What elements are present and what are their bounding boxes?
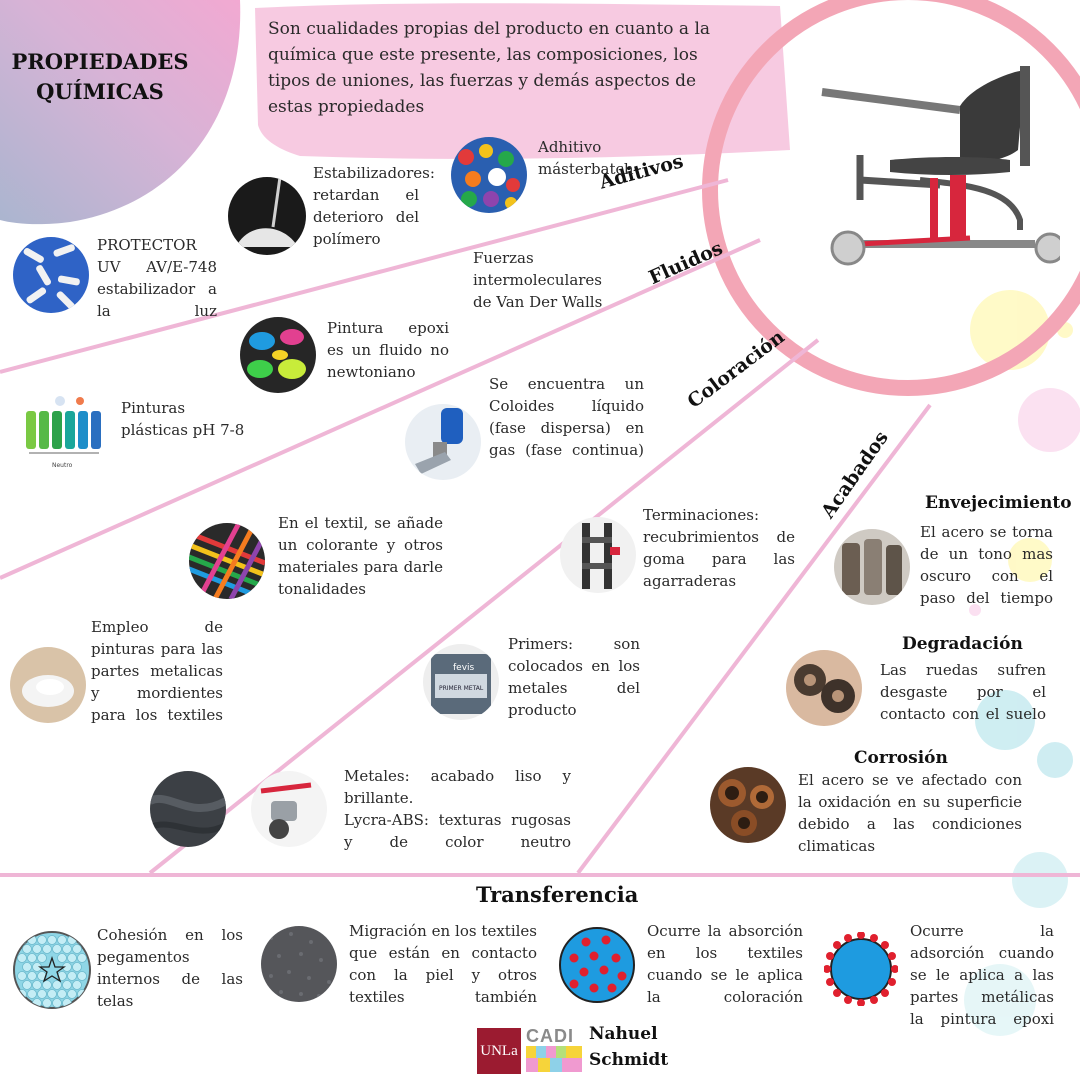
- highlight-ring: [702, 0, 1080, 396]
- primers-image: fevis PRIMER METAL: [423, 644, 499, 720]
- absorcion-text: Ocurre la absorción en los textiles cuan…: [647, 922, 803, 1006]
- protector-uv-image: [13, 237, 89, 313]
- pintura-epoxi-text: Pintura epoxi es un fluido no newtoniano: [327, 319, 449, 381]
- coloides-image: [405, 404, 481, 480]
- metales-text: Metales: acabado liso y brillante.: [344, 767, 571, 807]
- page-title-line1: PROPIEDADES: [11, 49, 189, 74]
- lycra-text: Lycra-ABS: texturas rugosas y de color n…: [344, 811, 571, 851]
- author-last-name: Schmidt: [589, 1050, 669, 1070]
- textil-image: [189, 523, 265, 599]
- cadi-logo-mosaic: [526, 1046, 582, 1072]
- cadi-logo: CADI: [526, 1026, 582, 1074]
- ph-neutro-label: Neutro: [52, 462, 73, 469]
- migracion-image: [261, 926, 337, 1002]
- author-first-name: Nahuel: [589, 1024, 658, 1044]
- absorcion-image: [559, 927, 635, 1003]
- primer-can-label: PRIMER METAL: [439, 685, 484, 692]
- degradacion-text: Las ruedas sufren desgaste por el contac…: [880, 661, 1046, 723]
- envejecimiento-image: [834, 529, 910, 605]
- ph-chart-image: Neutro: [26, 396, 101, 469]
- corrosion-text: El acero se ve afectado con la oxidación…: [798, 771, 1022, 855]
- adsorcion-image: [824, 932, 898, 1006]
- empleo-text: Empleo de pinturas para las partes metal…: [91, 618, 223, 724]
- degradacion-image: [786, 650, 862, 726]
- corrosion-image: [710, 767, 786, 843]
- masterbatch-text: Adhitivo másterbatch: [538, 138, 634, 178]
- estabilizadores-text: Estabilizadores: retardan el deterioro d…: [313, 164, 435, 248]
- primer-brand-label: fevis: [453, 663, 475, 673]
- heading-degradacion: Degradación: [902, 634, 1023, 654]
- terminaciones-image: [560, 517, 636, 593]
- heading-envejecimiento: Envejecimiento: [925, 493, 1072, 513]
- terminaciones-text: Terminaciones: recubrimientos de goma pa…: [643, 506, 795, 590]
- cadi-logo-text: CADI: [526, 1026, 574, 1046]
- cohesion-text: Cohesión en los pegamentos internos de l…: [97, 926, 243, 1010]
- page-title: PROPIEDADES QUÍMICAS: [10, 47, 190, 107]
- empleo-image: [10, 647, 86, 723]
- textil-text: En el textil, se añade un colorante y ot…: [278, 514, 443, 598]
- unla-logo: UNLa: [477, 1028, 521, 1074]
- primers-text: Primers: son colocados en los metales de…: [508, 635, 640, 719]
- intro-text: Son cualidades propias del producto en c…: [268, 19, 711, 117]
- pintura-epoxi-image: [240, 317, 316, 393]
- cohesion-image: [13, 931, 91, 1009]
- unla-logo-text: UNLa: [480, 1043, 518, 1059]
- masterbatch-image: [451, 137, 527, 213]
- brush-band: [255, 3, 790, 159]
- wheelchair-illustration: [821, 66, 1060, 266]
- coloides-text: Se encuentra un Coloides líquido (fase d…: [489, 375, 644, 459]
- author-name: Nahuel Schmidt: [589, 1021, 668, 1073]
- migracion-text: Migración en los textiles que están en c…: [349, 922, 537, 1006]
- pinturas-ph-text: Pinturas plásticas pH 7-8: [121, 399, 245, 439]
- page-title-line2: QUÍMICAS: [36, 79, 164, 104]
- heading-transferencia: Transferencia: [476, 882, 639, 907]
- protector-uv-text: PROTECTOR UV AV/E-748 estabilizador a la…: [97, 236, 217, 320]
- estabilizadores-image: [228, 177, 306, 255]
- heading-corrosion: Corrosión: [854, 748, 948, 768]
- lycra-image: [150, 771, 226, 847]
- van-der-walls-text: Fuerzas intermoleculares de Van Der Wall…: [473, 249, 603, 311]
- corner-blob: [0, 0, 241, 225]
- star-icon: [37, 955, 67, 983]
- adsorcion-text: Ocurre la adsorción cuando se le aplica …: [910, 922, 1054, 1028]
- metales-image: [251, 771, 327, 847]
- envejecimiento-text: El acero se torna de un tono mas oscuro …: [920, 523, 1053, 607]
